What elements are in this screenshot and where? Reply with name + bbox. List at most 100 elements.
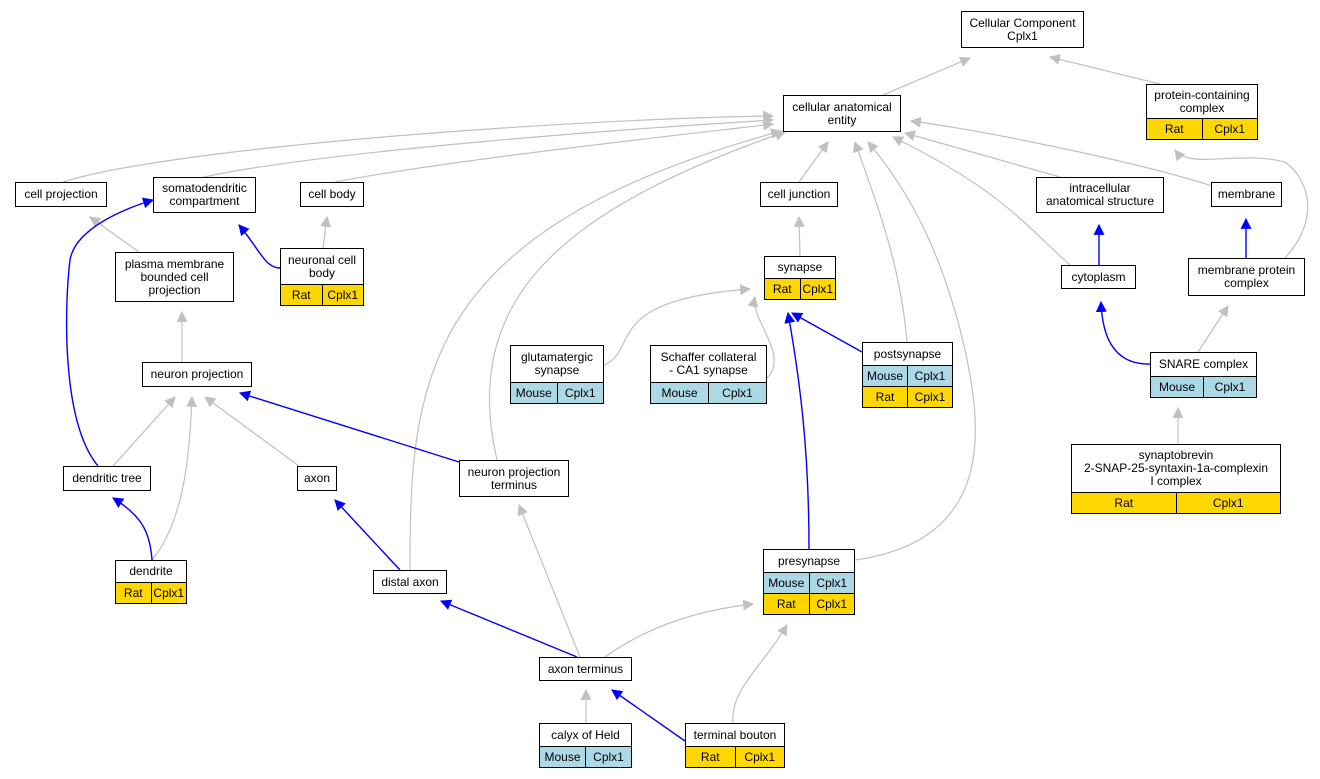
- annotation-gene: Cplx1: [799, 279, 835, 299]
- edge-is-a-membrane-to-cellular-anatomical-entity: [909, 116, 1213, 187]
- edge-is-a-axon-terminus-to-neuron-projection-terminus: [517, 503, 581, 658]
- annotation-species: Mouse: [511, 383, 557, 403]
- edge-part-of-postsynapse-to-synapse: [791, 312, 863, 353]
- node-neuron-projection-terminus[interactable]: neuron projection terminus: [459, 460, 569, 497]
- edge-is-a-somatodendritic-compartment-to-cellular-anatomical-entity: [203, 115, 775, 178]
- node-label: protein-containing complex: [1154, 87, 1250, 115]
- edge-is-a-snare-complex-to-membrane-protein-complex: [1197, 305, 1229, 353]
- node-cell-projection[interactable]: cell projection: [15, 182, 107, 207]
- edge-part-of-dendrite-to-dendritic-tree: [112, 497, 153, 561]
- node-label: postsynapse: [873, 346, 942, 361]
- edge-part-of-neuron-projection-terminus-to-neuron-projection: [238, 390, 460, 463]
- node-label: somatodendritic compartment: [162, 181, 247, 208]
- edge-is-a-cell-junction-to-cellular-anatomical-entity: [798, 141, 829, 183]
- annotation-gene: Cplx1: [321, 285, 363, 305]
- node-distal-axon[interactable]: distal axon: [373, 570, 447, 594]
- annotation-species: Rat: [281, 285, 322, 305]
- node-membrane[interactable]: membrane: [1211, 182, 1282, 207]
- node-label: synapse: [777, 260, 823, 274]
- edge-part-of-terminal-bouton-to-axon-terminus: [611, 689, 686, 742]
- node-synaptobrevin-complex[interactable]: synaptobrevin 2-SNAP-25-syntaxin-1a-comp…: [1071, 444, 1281, 514]
- node-neuron-projection[interactable]: neuron projection: [142, 362, 252, 387]
- node-plasma-membrane-bounded-cell-projection[interactable]: plasma membrane bounded cell projection: [115, 252, 234, 302]
- node-label: intracellular anatomical structure: [1045, 181, 1155, 208]
- node-label: cell body: [308, 187, 356, 201]
- annotation-gene: Cplx1: [808, 594, 854, 614]
- annotation-species: Rat: [116, 583, 151, 603]
- node-cell-body[interactable]: cell body: [300, 182, 364, 207]
- node-label: membrane: [1217, 187, 1276, 201]
- annotation-species: Rat: [1147, 119, 1202, 139]
- node-label: calyx of Held: [551, 727, 620, 742]
- node-label: SNARE complex: [1158, 357, 1249, 371]
- annotation-species: Rat: [765, 279, 800, 299]
- node-intracellular-anatomical-structure[interactable]: intracellular anatomical structure: [1036, 177, 1164, 213]
- annotation-species: Mouse: [1151, 377, 1203, 397]
- annotation-gene: Cplx1: [585, 747, 631, 767]
- edge-is-a-presynapse-to-cellular-anatomical-entity: [854, 141, 976, 561]
- edge-is-a-glutamatergic-synapse-to-synapse: [603, 284, 752, 366]
- edge-is-a-cell-body-to-cellular-anatomical-entity: [334, 119, 775, 183]
- node-label: neuron projection terminus: [467, 464, 561, 492]
- node-label: dendrite: [129, 564, 173, 578]
- edge-is-a-protein-containing-complex-to-cellular-component: [1048, 54, 1161, 85]
- node-axon-terminus[interactable]: axon terminus: [539, 657, 632, 681]
- edge-is-a-axon-terminus-to-presynapse: [604, 599, 755, 658]
- node-label: neuronal cell body: [287, 252, 357, 280]
- node-cellular-component[interactable]: Cellular Component Cplx1: [961, 11, 1084, 48]
- annotation-gene: Cplx1: [150, 583, 186, 603]
- edge-is-a-distal-axon-to-cellular-anatomical-entity: [409, 128, 783, 571]
- node-cell-junction[interactable]: cell junction: [760, 182, 838, 207]
- edge-is-a-plasma-membrane-bounded-cell-projection-to-cell-projection: [89, 216, 140, 253]
- node-label: Schaffer collateral - CA1 synapse: [660, 350, 757, 377]
- node-cytoplasm[interactable]: cytoplasm: [1061, 265, 1136, 289]
- annotation-gene: Cplx1: [1175, 493, 1280, 513]
- node-label: membrane protein complex: [1197, 263, 1296, 290]
- node-label: cytoplasm: [1071, 269, 1126, 284]
- node-membrane-protein-complex[interactable]: membrane protein complex: [1188, 258, 1305, 296]
- edge-is-a-axon-to-neuron-projection: [204, 396, 300, 467]
- annotation-species: Mouse: [863, 366, 907, 386]
- node-label: distal axon: [381, 574, 439, 589]
- node-dendritic-tree[interactable]: dendritic tree: [63, 466, 151, 491]
- annotation-species: Rat: [686, 747, 735, 767]
- annotation-species: Mouse: [540, 747, 585, 767]
- edge-is-a-intracellular-anatomical-structure-to-cellular-anatomical-entity: [903, 130, 1061, 178]
- edge-is-a-synapse-to-cell-junction: [793, 215, 805, 257]
- node-label: glutamatergic synapse: [520, 350, 594, 377]
- edge-is-a-membrane-protein-complex-to-protein-containing-complex: [1174, 149, 1309, 259]
- node-label: synaptobrevin 2-SNAP-25-syntaxin-1a-comp…: [1083, 448, 1269, 488]
- annotation-gene: Cplx1: [556, 383, 603, 403]
- edge-is-a-cellular-anatomical-entity-to-cellular-component: [882, 56, 972, 96]
- annotation-species: Rat: [863, 387, 907, 407]
- edge-is-a-cell-projection-to-cellular-anatomical-entity: [62, 110, 775, 183]
- node-somatodendritic-compartment[interactable]: somatodendritic compartment: [153, 177, 256, 213]
- node-label: axon terminus: [547, 661, 624, 676]
- edge-is-a-postsynapse-to-cellular-anatomical-entity: [853, 140, 908, 343]
- annotation-species: Mouse: [651, 383, 708, 403]
- edge-part-of-distal-axon-to-axon: [334, 499, 401, 571]
- annotation-species: Rat: [764, 594, 809, 614]
- node-cellular-anatomical-entity[interactable]: cellular anatomical entity: [783, 95, 901, 132]
- annotation-species: Mouse: [764, 573, 809, 593]
- node-axon[interactable]: axon: [297, 466, 337, 491]
